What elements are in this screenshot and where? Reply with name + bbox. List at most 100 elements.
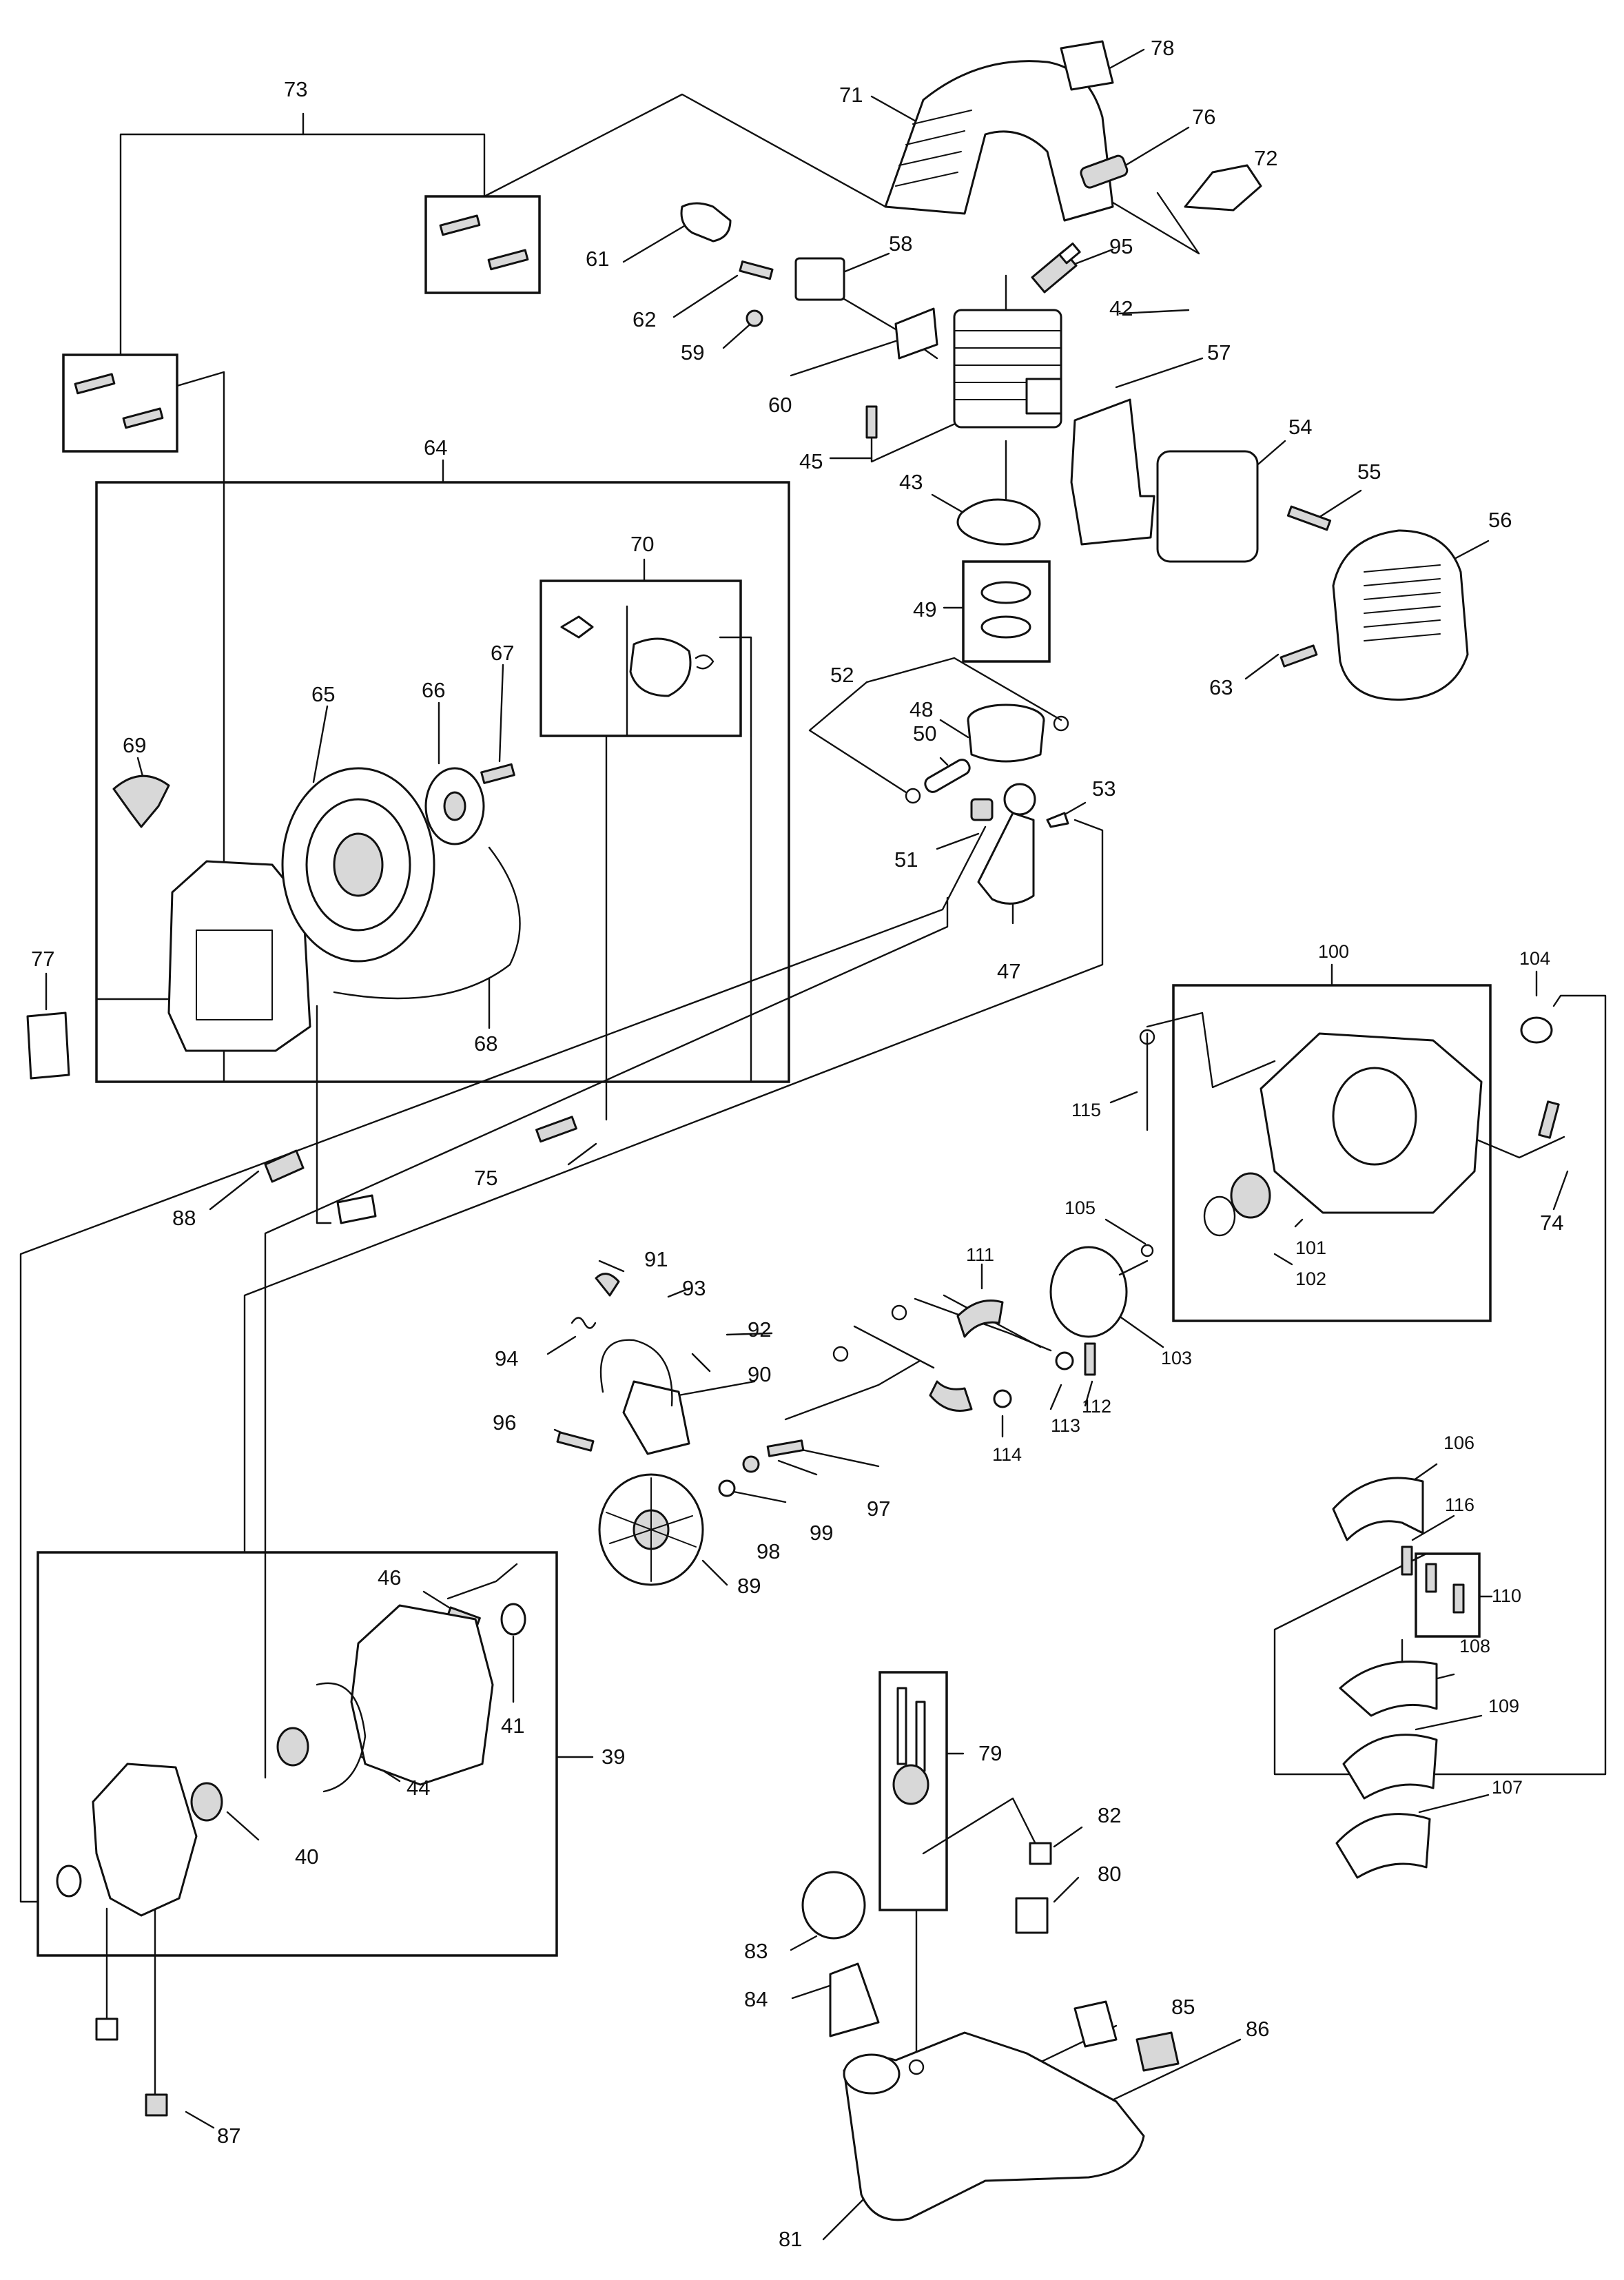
bearing-101 — [1230, 1172, 1271, 1219]
reel-66 — [424, 767, 485, 845]
callout-77: 77 — [31, 947, 54, 971]
insulator-58 — [794, 257, 845, 301]
callout-50: 50 — [913, 721, 936, 746]
callout-75: 75 — [474, 1166, 497, 1190]
bolt-62 — [739, 260, 774, 280]
screw-box-left-a — [74, 373, 116, 395]
callout-83: 83 — [744, 1939, 768, 1963]
callout-105: 105 — [1065, 1198, 1096, 1218]
piston-ring-49-b — [980, 615, 1031, 639]
fuel-strainer-84 — [829, 1962, 880, 2037]
callout-66: 66 — [422, 678, 445, 702]
washer-113 — [1055, 1351, 1074, 1370]
screw-set-box-upper — [424, 195, 541, 294]
callout-53: 53 — [1092, 777, 1116, 801]
callout-82: 82 — [1098, 1803, 1121, 1827]
oil-seal-left — [56, 1865, 82, 1898]
callout-92: 92 — [748, 1317, 771, 1342]
crankcase-half-left — [92, 1763, 198, 1917]
callout-54: 54 — [1288, 415, 1312, 439]
clamp-109 — [1342, 1734, 1438, 1800]
part-88 — [264, 1149, 305, 1183]
clutch-case-100 — [1260, 1032, 1483, 1214]
nut-59 — [746, 309, 763, 327]
oil-seal-41 — [500, 1603, 526, 1636]
callout-49: 49 — [913, 597, 936, 622]
callout-80: 80 — [1098, 1862, 1121, 1886]
fuel-filter-set-box — [878, 1671, 948, 1911]
nut-99 — [742, 1455, 760, 1473]
starter-case — [167, 860, 311, 1052]
callout-81: 81 — [779, 2227, 802, 2251]
callout-94: 94 — [495, 1346, 518, 1370]
callout-98: 98 — [757, 1539, 780, 1563]
callout-42: 42 — [1109, 296, 1133, 320]
callout-107: 107 — [1492, 1777, 1523, 1798]
bolt-112 — [1084, 1342, 1096, 1376]
callout-112: 112 — [1082, 1396, 1111, 1417]
gasket-61 — [680, 202, 732, 243]
callout-58: 58 — [889, 232, 912, 256]
screw-110-b — [1452, 1583, 1465, 1614]
callout-111: 111 — [966, 1244, 994, 1265]
screw-pair-box-right — [1415, 1552, 1481, 1638]
wire-93 — [599, 1339, 673, 1407]
washer-105 — [1140, 1244, 1154, 1257]
key-53 — [1046, 812, 1069, 828]
bolt-96 — [556, 1431, 595, 1452]
bolt-97 — [766, 1439, 805, 1457]
gasket-85 — [1073, 2000, 1118, 2048]
filter-tube-79-a — [896, 1687, 907, 1765]
muffler-cover-56 — [1332, 529, 1469, 701]
rod-115-eye — [1139, 1029, 1155, 1045]
gasket-86 — [1135, 2031, 1180, 2072]
callout-76: 76 — [1192, 105, 1215, 129]
callout-67: 67 — [491, 641, 514, 665]
clutch-drum-103 — [1049, 1246, 1149, 1338]
muffler-54 — [1156, 450, 1259, 563]
callout-102: 102 — [1295, 1269, 1326, 1289]
callout-51: 51 — [894, 848, 918, 872]
callout-85: 85 — [1171, 1995, 1195, 2019]
clip-70 — [695, 654, 715, 670]
callout-71: 71 — [839, 83, 863, 107]
screw-set-box-left — [62, 353, 178, 453]
clamp-107 — [1335, 1813, 1431, 1879]
callout-39: 39 — [602, 1745, 625, 1769]
piston-ring-set-box — [962, 560, 1051, 663]
piston-pin-50 — [924, 759, 971, 793]
clamp-106 — [1332, 1477, 1424, 1541]
callout-63: 63 — [1209, 675, 1233, 699]
callout-99: 99 — [810, 1521, 833, 1545]
clip-82 — [1029, 1842, 1052, 1865]
fuel-tank-81 — [843, 2031, 1145, 2221]
washer-114 — [993, 1389, 1012, 1408]
callout-95: 95 — [1109, 234, 1133, 258]
bolt-45 — [865, 405, 878, 439]
callout-110: 110 — [1492, 1585, 1521, 1606]
recoil-spring-pulley-65 — [281, 767, 435, 963]
callout-108: 108 — [1459, 1636, 1490, 1656]
callout-47: 47 — [997, 959, 1020, 983]
washer-mid — [891, 1304, 907, 1321]
screw-116 — [1401, 1545, 1413, 1576]
muffler-bracket-57 — [1070, 398, 1155, 546]
block-87-b — [145, 2093, 168, 2117]
callout-96: 96 — [493, 1410, 516, 1435]
pawl-70 — [560, 615, 594, 639]
callout-114: 114 — [992, 1444, 1022, 1465]
callout-65: 65 — [311, 682, 335, 706]
ratchet-70 — [629, 637, 692, 697]
gasket-60 — [894, 307, 938, 360]
callout-115: 115 — [1071, 1100, 1101, 1120]
cylinder-42 — [953, 309, 1062, 429]
screw-box-upper-b — [487, 249, 529, 271]
plug-cap-72 — [1184, 164, 1262, 212]
callout-69: 69 — [123, 733, 146, 757]
screw-box-upper-a — [439, 214, 481, 236]
fuel-cap-83 — [801, 1871, 866, 1940]
callout-48: 48 — [909, 697, 933, 721]
callout-78: 78 — [1151, 36, 1174, 60]
insulator-76 — [1080, 154, 1129, 189]
